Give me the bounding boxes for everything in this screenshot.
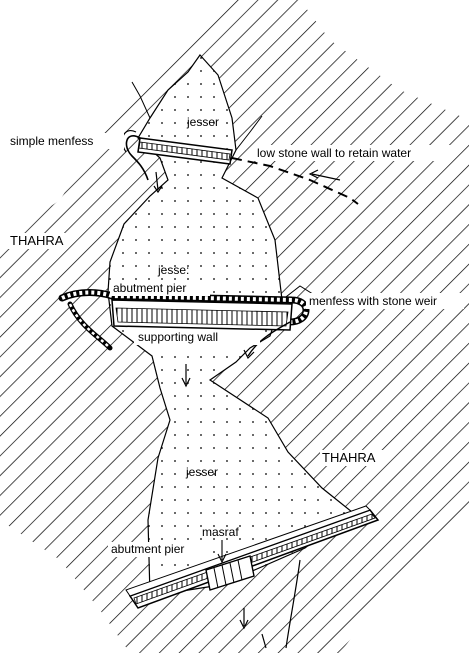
- label-supporting-wall: supporting wall: [138, 330, 218, 344]
- label-jesser-3: jesser: [185, 465, 218, 479]
- label-jesser-1: jesser: [186, 115, 219, 129]
- masraf-wall-bottom: [125, 505, 380, 649]
- label-thahra-bottom: THAHRA: [322, 450, 376, 465]
- dashed-water-channel: [231, 157, 359, 205]
- label-low-stone-wall: low stone wall to retain water: [257, 146, 411, 160]
- label-thahra-top: THAHRA: [10, 233, 64, 248]
- label-abutment-pier-1: abutment pier: [113, 281, 186, 295]
- label-masraf: masraf: [202, 525, 239, 539]
- low-stone-wall-top: [121, 130, 233, 194]
- label-layer: simple menfess low stone wall to retain …: [8, 115, 464, 557]
- label-abutment-pier-2: abutment pier: [111, 542, 184, 556]
- label-simple-menfess: simple menfess: [10, 134, 93, 148]
- stone-weir-middle: [58, 289, 310, 388]
- label-jesser-2: jesse:: [157, 263, 189, 277]
- label-menfess-stone-weir: menfess with stone weir: [309, 294, 437, 308]
